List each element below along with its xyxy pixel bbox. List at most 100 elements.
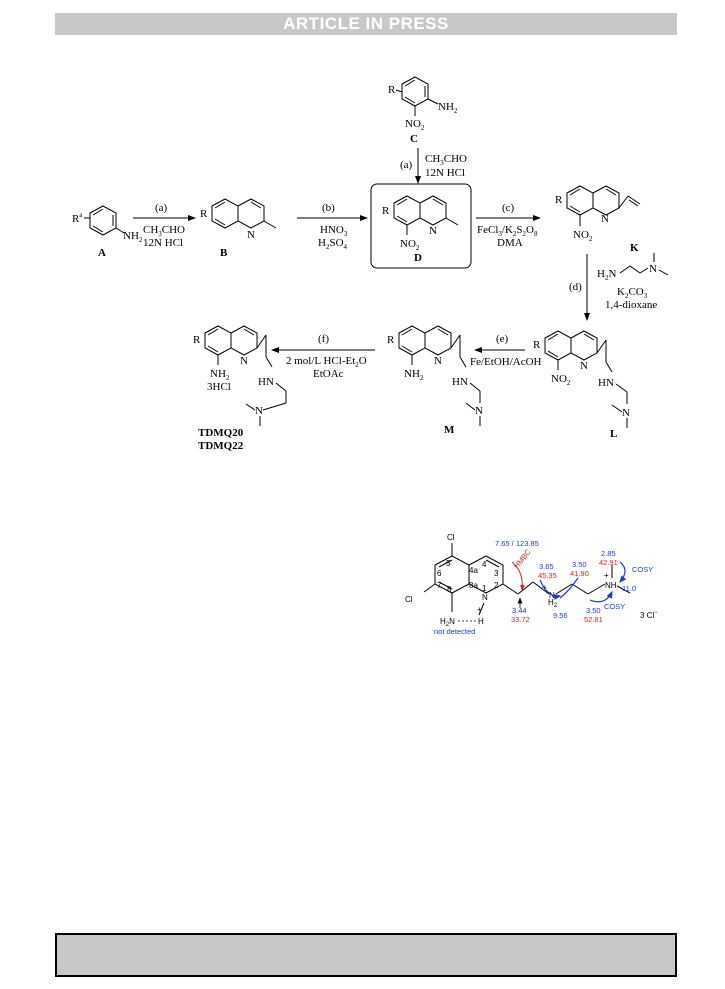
svg-text:H2N: H2N xyxy=(597,268,616,282)
svg-text:52.81: 52.81 xyxy=(584,615,603,624)
svg-text:3.44: 3.44 xyxy=(512,606,527,615)
svg-text:11.0: 11.0 xyxy=(622,584,636,593)
svg-text:NH2: NH2 xyxy=(123,230,143,244)
svg-text:H: H xyxy=(478,617,484,626)
svg-text:5: 5 xyxy=(446,559,451,568)
compound-M: R N NH2 HN N M xyxy=(387,325,483,436)
svg-text:3: 3 xyxy=(494,569,499,578)
step-f: (f) 2 mol/L HCl-Et2O EtOAc xyxy=(271,333,375,380)
svg-text:Cl: Cl xyxy=(405,595,413,604)
svg-text:NH2: NH2 xyxy=(210,368,230,382)
svg-text:(c): (c) xyxy=(502,202,515,214)
svg-text:K2CO3: K2CO3 xyxy=(617,286,648,300)
svg-text:7.65 / 123.85: 7.65 / 123.85 xyxy=(495,539,539,548)
label-K: K xyxy=(630,242,639,254)
svg-text:NH: NH xyxy=(605,581,617,590)
label-B: B xyxy=(220,247,228,259)
svg-text:4a: 4a xyxy=(469,566,478,575)
svg-text:7: 7 xyxy=(437,581,442,590)
svg-text:HNO3: HNO3 xyxy=(320,224,348,238)
step-c: (c) FeCl3/K2S2O8 DMA xyxy=(476,202,541,249)
svg-text:33.72: 33.72 xyxy=(511,615,530,624)
svg-text:H2: H2 xyxy=(548,598,558,609)
svg-text:N: N xyxy=(247,229,255,241)
svg-text:(a): (a) xyxy=(155,202,168,214)
svg-text:H2N: H2N xyxy=(440,617,455,628)
step-d: H2N N (d) K2CO3 1,4-dioxane xyxy=(569,253,669,321)
svg-text:2.85: 2.85 xyxy=(601,549,616,558)
svg-text:NO2: NO2 xyxy=(573,229,593,243)
banner-text: ARTICLE IN PRESS xyxy=(283,14,449,33)
compound-TDMQ: R N NH2 3HCl HN N TDMQ20 TDMQ22 xyxy=(193,325,287,452)
svg-text:41.90: 41.90 xyxy=(570,569,589,578)
svg-text:EtOAc: EtOAc xyxy=(313,368,344,380)
svg-text:COSY: COSY xyxy=(632,565,653,574)
svg-text:3.65: 3.65 xyxy=(539,562,554,571)
svg-text:NO2: NO2 xyxy=(551,373,571,387)
svg-text:HN: HN xyxy=(598,377,614,389)
svg-text:45.35: 45.35 xyxy=(538,571,557,580)
label-C: C xyxy=(410,133,418,145)
svg-text:N: N xyxy=(434,355,442,367)
svg-text:8a: 8a xyxy=(469,581,478,590)
svg-text:HN: HN xyxy=(258,376,274,388)
svg-text:NH2: NH2 xyxy=(438,101,458,115)
svg-text:1: 1 xyxy=(482,584,487,593)
svg-text:R: R xyxy=(533,339,541,351)
svg-text:2: 2 xyxy=(494,581,499,590)
svg-text:3 Cl−: 3 Cl− xyxy=(640,610,658,620)
svg-text:R: R xyxy=(555,194,563,206)
compound-L: R N NO2 HN N L xyxy=(533,330,630,440)
label-D: D xyxy=(414,252,422,264)
step-a1: (a) CH3CHO 12N HCl xyxy=(133,202,196,249)
svg-text:R: R xyxy=(193,334,201,346)
svg-text:R: R xyxy=(388,84,396,96)
svg-text:6: 6 xyxy=(437,569,442,578)
svg-text:NO2: NO2 xyxy=(400,238,420,252)
compound-C: R NH2 NO2 C xyxy=(388,76,458,145)
label-TDMQ22: TDMQ22 xyxy=(198,440,244,452)
svg-text:not detected: not detected xyxy=(434,627,475,636)
label-L: L xyxy=(610,428,617,440)
svg-text:R: R xyxy=(382,205,390,217)
svg-text:(d): (d) xyxy=(569,281,582,293)
compound-K: R N NO2 K xyxy=(555,185,641,254)
footer-bar xyxy=(55,933,677,977)
nmr-assignment-figure: Cl Cl N N H2 + NH + H2N H + 3 Cl− 5 6 7 … xyxy=(405,533,658,636)
svg-text:Cl: Cl xyxy=(447,533,455,542)
svg-text:(b): (b) xyxy=(322,202,335,214)
svg-text:N: N xyxy=(649,263,657,275)
svg-text:H2SO4: H2SO4 xyxy=(318,237,348,251)
svg-text:COSY: COSY xyxy=(604,602,625,611)
svg-text:2 mol/L HCl-Et2O: 2 mol/L HCl-Et2O xyxy=(286,355,367,369)
svg-text:(f): (f) xyxy=(318,333,329,345)
label-TDMQ20: TDMQ20 xyxy=(198,427,244,439)
svg-text:4: 4 xyxy=(482,560,487,569)
svg-text:Fe/EtOH/AcOH: Fe/EtOH/AcOH xyxy=(470,356,542,368)
svg-text:Ra: Ra xyxy=(72,211,83,225)
svg-text:FeCl3/K2S2O8: FeCl3/K2S2O8 xyxy=(477,224,538,238)
svg-text:R: R xyxy=(200,208,208,220)
svg-text:3HCl: 3HCl xyxy=(207,381,231,393)
svg-text:N: N xyxy=(475,405,483,417)
svg-text:HN: HN xyxy=(452,376,468,388)
label-M: M xyxy=(444,424,455,436)
step-b: (b) HNO3 H2SO4 xyxy=(297,202,368,251)
svg-text:N: N xyxy=(240,355,248,367)
svg-text:N: N xyxy=(622,407,630,419)
svg-text:CH3CHO: CH3CHO xyxy=(425,153,467,167)
svg-text:3.50: 3.50 xyxy=(586,606,601,615)
svg-text:NO2: NO2 xyxy=(405,118,425,132)
svg-text:+: + xyxy=(477,605,482,614)
compound-D: R N NO2 D xyxy=(370,183,472,269)
compound-A: Ra NH2 A xyxy=(72,205,143,259)
svg-text:(a): (a) xyxy=(400,159,413,171)
svg-text:N: N xyxy=(482,593,488,602)
svg-text:NH2: NH2 xyxy=(404,368,424,382)
svg-text:N: N xyxy=(601,213,609,225)
svg-text:N: N xyxy=(255,405,263,417)
svg-text:12N HCl: 12N HCl xyxy=(143,237,183,249)
svg-text:9.56: 9.56 xyxy=(553,611,568,620)
compound-B: R N B xyxy=(200,198,277,259)
